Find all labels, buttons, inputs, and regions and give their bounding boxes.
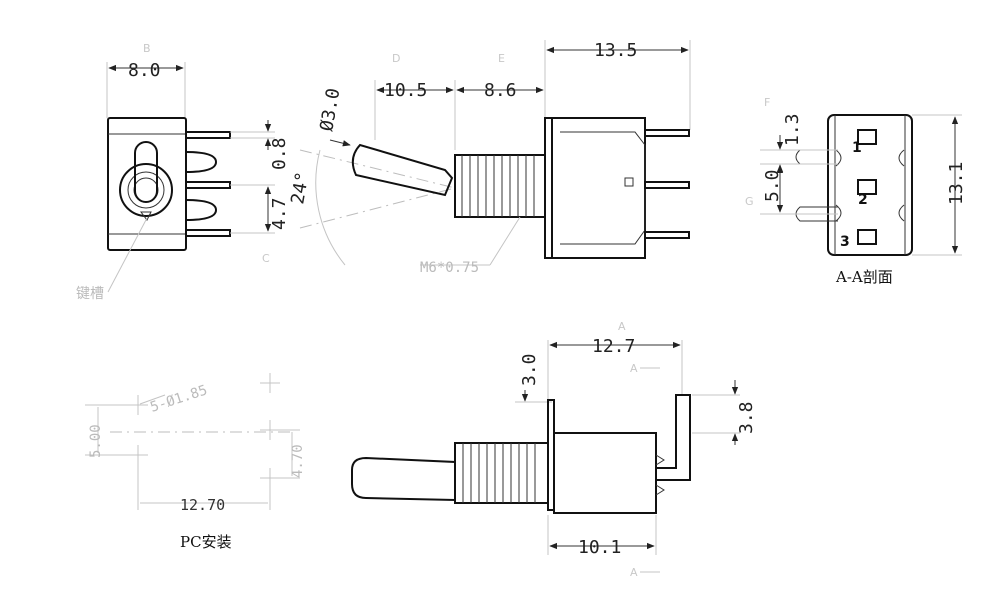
letter-d: D bbox=[392, 52, 400, 65]
letter-f: F bbox=[764, 96, 770, 109]
dim-side-pin: 3.8 bbox=[736, 401, 757, 434]
letter-c: C bbox=[262, 252, 270, 265]
dim-hole-pitch-v2: 4.70 bbox=[290, 444, 306, 478]
dim-side-body: 10.1 bbox=[578, 537, 621, 558]
keyway-label: 键槽 bbox=[76, 286, 104, 302]
section-label: A-A剖面 bbox=[835, 268, 893, 286]
terminal-3-label: 3 bbox=[840, 234, 850, 250]
pc-mount-view: 5-Ø1.85 5.00 4.70 12.70 PC安装 bbox=[85, 373, 306, 551]
dim-hole-pitch-h: 12.70 bbox=[180, 496, 225, 514]
thread-spec: M6*0.75 bbox=[420, 260, 479, 276]
dim-side-plate: 3.0 bbox=[519, 353, 540, 386]
side-view-bottom: 12.7 A A 3.0 3.8 bbox=[351, 320, 757, 579]
dim-hole-pitch-v: 5.00 bbox=[88, 424, 104, 458]
dim-lever-length: 10.5 bbox=[384, 80, 427, 101]
dim-lever-diameter: Ø3.0 bbox=[316, 87, 344, 133]
pc-mount-label: PC安装 bbox=[180, 533, 232, 551]
letter-a2: A bbox=[630, 362, 638, 375]
dim-side-length: 12.7 bbox=[592, 336, 635, 357]
side-view-top: 10.5 8.6 13.5 D E Ø3.0 24° M6*0.75 bbox=[287, 40, 691, 276]
dim-angle: 24° bbox=[287, 170, 313, 206]
letter-a3: A bbox=[630, 566, 638, 579]
letter-g: G bbox=[745, 195, 754, 208]
section-view: 1 2 3 1.3 5.0 F G 13.1 A-A剖面 bbox=[745, 96, 967, 286]
terminal-1-label: 1 bbox=[852, 140, 862, 156]
dim-front-width: 8.0 bbox=[128, 60, 161, 81]
dim-section-height: 13.1 bbox=[946, 162, 967, 205]
hole-spec: 5-Ø1.85 bbox=[148, 382, 209, 415]
dim-body-length: 13.5 bbox=[594, 40, 637, 61]
dim-section-pitch: 5.0 bbox=[762, 169, 783, 202]
letter-a1: A bbox=[618, 320, 626, 333]
dim-pin-pitch: 4.7 bbox=[269, 197, 290, 230]
dim-bushing-length: 8.6 bbox=[484, 80, 517, 101]
dim-pin-width: 0.8 bbox=[269, 137, 290, 170]
letter-b: B bbox=[143, 42, 151, 55]
front-view: 8.0 B 键槽 0.8 4.7 C bbox=[76, 42, 290, 302]
letter-e: E bbox=[498, 52, 505, 65]
dim-section-top: 1.3 bbox=[782, 113, 803, 146]
terminal-2-label: 2 bbox=[858, 192, 868, 208]
